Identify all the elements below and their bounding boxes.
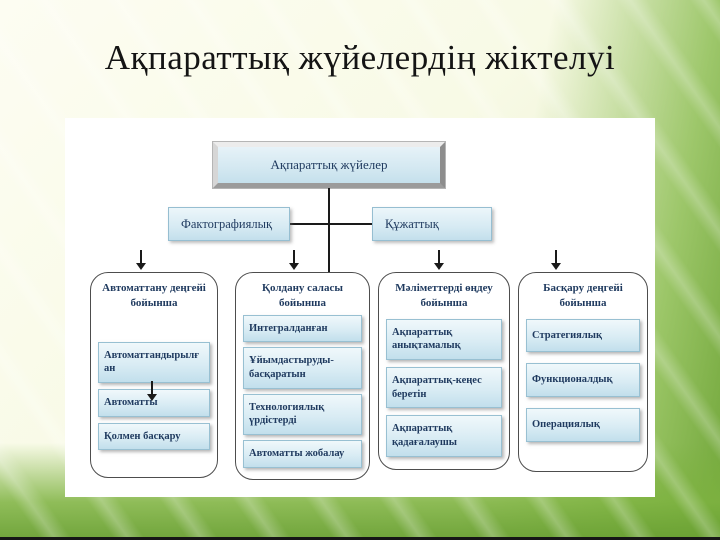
down-arrow-icon xyxy=(434,250,444,270)
root-node-label: Ақпараттық жүйелер xyxy=(270,157,388,172)
down-arrow-icon xyxy=(289,250,299,270)
card-item: Ақпараттық-кеңес беретін xyxy=(386,367,502,409)
card-item: Автоматты xyxy=(98,389,210,417)
branch-connector-line xyxy=(290,223,372,225)
card-item: Операциялық xyxy=(526,408,640,442)
branch-node-label: Фактографиялық xyxy=(181,216,273,231)
card-item: Технологиялық үрдістерді xyxy=(243,393,362,435)
diagram-panel: Ақпараттық жүйелер Фактографиялық Құжатт… xyxy=(65,118,655,497)
card-header: Қолдану саласы бойынша xyxy=(262,282,343,310)
card-header: Автоматтану деңгейі бойынша xyxy=(102,282,206,310)
card-items: Автоматтандырылған Автоматты Қолмен басқ… xyxy=(91,312,217,457)
down-arrow-icon xyxy=(136,250,146,270)
slide-bottom-rule xyxy=(0,537,720,540)
card-item: Стратегиялық xyxy=(526,318,640,353)
card-item: Автоматтандырылған xyxy=(98,341,210,384)
card-header: Мәліметтерді өңдеу бойынша xyxy=(395,282,493,310)
category-card-automation-level: Автоматтану деңгейі бойынша Автоматтанды… xyxy=(90,272,218,478)
branch-node-documentary: Құжаттық xyxy=(372,207,492,241)
branch-node-factographic: Фактографиялық xyxy=(168,207,290,241)
card-item: Ақпараттық қадағалаушы xyxy=(386,415,502,457)
down-arrow-icon xyxy=(551,250,561,270)
card-item: Ақпараттық анықтамалық xyxy=(386,318,502,361)
category-card-management-level: Басқару деңгейі бойынша Стратегиялық Фун… xyxy=(518,272,648,472)
branch-node-label: Құжаттық xyxy=(385,216,439,231)
root-node: Ақпараттық жүйелер xyxy=(212,141,446,189)
card-items: Стратегиялық Функционалдық Операциялық xyxy=(519,312,647,453)
card-items: Ақпараттық анықтамалық Ақпараттық-кеңес … xyxy=(379,312,509,464)
category-card-data-processing: Мәліметтерді өңдеу бойынша Ақпараттық ан… xyxy=(378,272,510,470)
root-connector-line xyxy=(328,188,330,278)
card-items: Интегралданған Ұйымдастыруды-басқаратын … xyxy=(236,312,369,473)
card-header: Басқару деңгейі бойынша xyxy=(543,282,623,310)
category-card-application-area: Қолдану саласы бойынша Интегралданған Ұй… xyxy=(235,272,370,480)
stray-down-arrow-icon xyxy=(147,381,157,401)
card-item: Интегралданған xyxy=(243,314,362,343)
card-item: Функционалдық xyxy=(526,363,640,398)
card-item: Автоматты жобалау xyxy=(243,439,362,468)
card-item: Қолмен басқару xyxy=(98,422,210,451)
card-item: Ұйымдастыруды-басқаратын xyxy=(243,347,362,389)
slide-title: Ақпараттық жүйелердің жіктелуі xyxy=(104,38,616,77)
